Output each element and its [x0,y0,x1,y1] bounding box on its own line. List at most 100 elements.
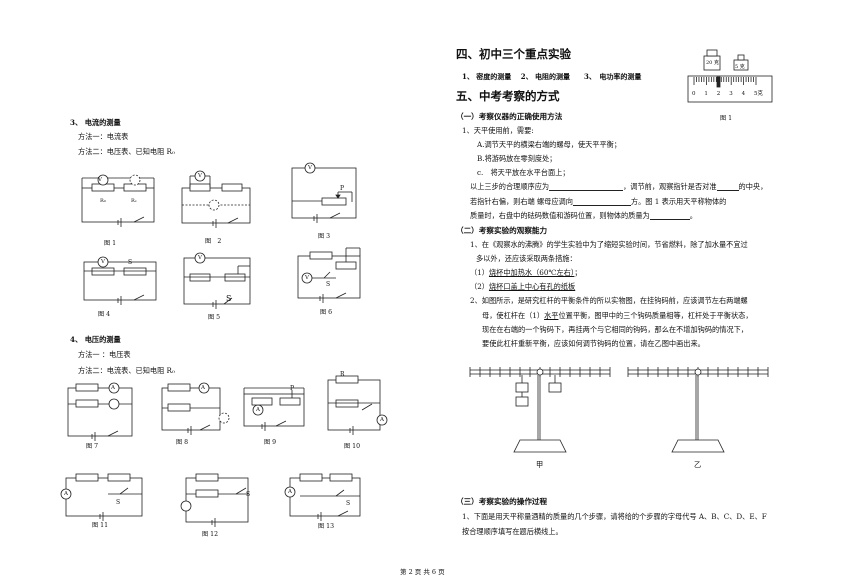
ammeter-symbol [108,398,120,410]
figure-caption: 图 1 [104,240,117,247]
question-2-line: 现在在右端的一个钩码下，再挂两个与它相同的钩码，那么在不增加钩码的情况下， [482,325,748,334]
figure-caption: 图 13 [318,523,335,530]
ammeter-symbol [180,500,192,512]
question-2-line: 2、如图所示，是研究杠杆的平衡条件的所以实物图，在挂钩码前，应该调节左右两端螺 [470,296,748,305]
label-rx: Rₓ [131,198,137,204]
label-p: P [340,185,345,192]
option-c: c. 将天平放在水平台面上； [477,168,570,177]
question-1-line-2: 若指针右偏，则右端 螺母应调向方。图 1 表示用天平称物体的 [470,197,727,206]
question-3-line: 1、下面是用天平称量酒精的质量的几个步骤，请将给的个步骤的字母代号 A、B、C、… [462,512,767,521]
label-r0: R₀ [100,198,106,204]
answer-blank[interactable] [549,183,624,191]
label-a: A [201,385,205,391]
label-v: V [308,165,312,171]
subsection-2-title: （二）考察实验的观察能力 [456,226,548,235]
label-s: S [326,281,331,288]
circuit-figure-11 [60,473,143,521]
figure-caption: 图 6 [320,309,333,316]
option-b: B.将游码放在零刻度处； [477,154,557,163]
circuit-figure-4 [83,256,157,305]
circuit-figure-1 [81,174,155,227]
option-a: A.调节天平的横梁右端的螺母，使天平平衡； [477,140,622,149]
circuit-figure-2 [181,170,251,228]
lever-caption-yi: 乙 [694,460,702,469]
circuit-figure-13 [284,473,361,521]
figure-caption: 图 9 [264,439,277,446]
figure-caption: 图 12 [202,531,219,538]
circuit-figure-8 [161,382,230,435]
page-footer: 第 2 页 共 6 页 [400,568,445,576]
label-a: A [256,407,260,413]
current-method-1: 方法一：电流表 [78,132,129,141]
voltage-measure-title: 4、 电压的测量 [70,335,121,344]
lever-caption-jia: 甲 [536,460,544,469]
question-1-line-1: 以上三步的合理顺序应为，调节前，观察指针是否对准的中央， [470,182,768,191]
section-5-title: 五、中考考察的方式 [456,89,560,103]
question-3-line: 按合理顺序填写在题后横线上。 [462,527,563,536]
label-a: A [288,489,292,495]
question-1: 1、天平使用前，需要: [462,126,534,135]
ruler-label: 4 [741,91,746,97]
ammeter-symbol [218,412,230,424]
question-2-line: 要使此杠杆重新平衡，应该如何调节钩码的位置，请在乙图中画出来。 [482,339,705,348]
question-2-line: 母，使杠杆在（1）水平位置平衡，图甲中的三个钩码质量相等，杠杆处于平衡状态， [482,311,753,320]
voltage-method-1: 方法一 ：电压表 [78,350,131,359]
answer-blank[interactable] [572,198,631,206]
figure-1-caption: 图 1 [720,115,733,122]
label-v: V [198,173,202,179]
circuit-figure-12 [180,473,249,527]
circuit-figure-5 [183,252,251,309]
label-v: V [305,275,309,281]
question-2-line: 多以外，还应该采取两条措施： [476,254,577,263]
figure-caption: 图 4 [98,311,111,318]
label-r: R [340,371,345,378]
circuit-figure-9 [243,387,305,431]
circuit-figure-7 [67,382,133,441]
current-measure-title: 3、 电流的测量 [70,118,121,127]
label-a: A [64,491,68,497]
figure-caption: 图 8 [176,439,189,446]
label-v: V [101,259,105,265]
question-2-line: 1、在《观察水的沸腾》的学生实验中为了缩短实验时间，节省燃料，除了加水量不宜过 [470,240,748,249]
figure-caption: 图 10 [344,443,361,450]
ruler-label: 2 [716,91,721,97]
label-s: S [346,500,351,507]
ruler-label: 5克 [754,91,763,97]
figure-caption: 图 3 [318,233,331,240]
figure-caption: 图 5 [208,314,221,321]
label-a: A [380,417,384,423]
ruler-label: 1 [704,91,708,97]
ruler-label: 0 [692,91,696,97]
label-s: S [246,491,251,498]
label-a: A [111,385,115,391]
section-4-title: 四、初中三个重点实验 [456,47,571,61]
label-p: P [290,385,295,392]
question-1-line-3: 质量时，右盘中的砝码数值和游码位置，则物体的质量为。 [470,211,697,220]
label-s: S [226,294,232,303]
subsection-3-title: （三）考察实验的操作过程 [456,497,548,506]
voltmeter-symbol [208,199,220,211]
measure-1: （1）烧杯中加热水（60℃左右）； [470,268,582,277]
circuit-figure-10 [327,375,388,435]
label-v: V [198,255,202,261]
label-s: S [116,499,121,506]
lever-diagram-yi [627,367,769,453]
circuit-figure-3 [291,162,357,223]
section-4-items: 1、 密度的测量 2、 电阻的测量 3、 电功率的测量 [462,72,642,81]
measure-2: （2）烧杯口盖上中心有孔的纸板 [470,282,576,291]
answer-blank[interactable] [716,183,739,191]
answer-blank[interactable] [649,212,690,220]
voltage-method-2: 方法二：电流表、已知电阻 R₀ [78,366,175,375]
label-s: S [128,259,133,266]
current-method-2: 方法二：电压表、已知电阻 R₀ [78,147,175,156]
subsection-1-title: （一）考察仪器的正确使用方法 [456,112,563,121]
weight-label: 5 克 [735,64,745,70]
weight-label: 20 克 [706,60,719,66]
figure-caption: 图 11 [92,522,109,529]
figure-caption: 图 2 [205,238,222,245]
lever-diagram-jia [469,367,611,453]
ruler-label: 3 [729,91,733,97]
voltmeter-symbol [129,174,141,186]
figure-caption: 图 7 [86,443,99,450]
